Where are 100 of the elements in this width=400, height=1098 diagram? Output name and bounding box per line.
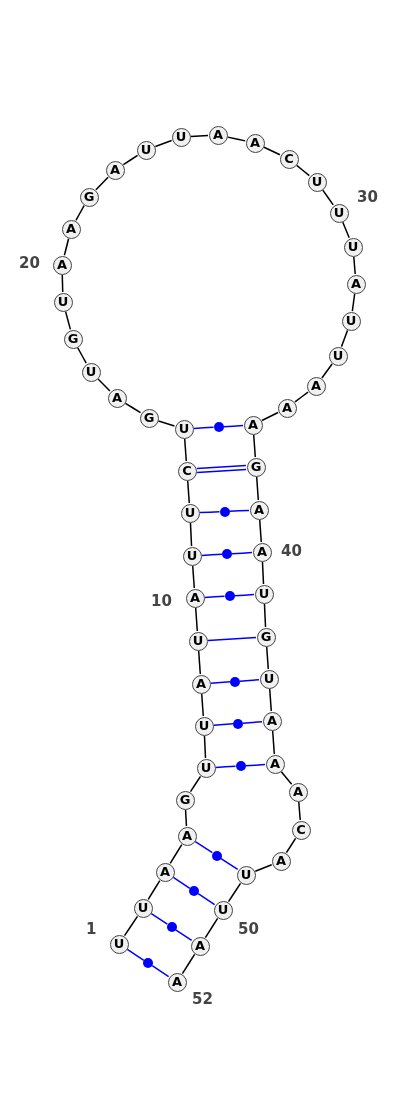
- backbone-line: [181, 953, 196, 975]
- position-number: 10: [151, 592, 172, 610]
- backbone-line: [353, 256, 356, 275]
- backbone-line: [271, 730, 276, 755]
- backbone-line: [197, 650, 202, 675]
- backbone-line: [258, 519, 263, 543]
- nucleotide-circle: G: [256, 627, 276, 647]
- nucleotide-circle: U: [81, 362, 101, 382]
- backbone-line: [340, 329, 349, 348]
- backbone-line: [191, 565, 196, 589]
- backbone-line: [227, 882, 242, 903]
- nucleotide-circle: A: [190, 936, 210, 956]
- backbone-line: [189, 775, 202, 793]
- backbone-line: [263, 146, 281, 156]
- nucleotide-circle: G: [175, 790, 195, 810]
- nucleotide-circle: U: [196, 758, 216, 778]
- nucleotide-circle: A: [346, 274, 366, 294]
- nucleotide-circle: A: [155, 862, 175, 882]
- position-number: 30: [357, 188, 378, 206]
- backbone-line: [203, 735, 207, 759]
- nucleotide-circle: A: [177, 826, 197, 846]
- nucleotide-circle: U: [194, 716, 214, 736]
- nucleotide-circle: A: [61, 219, 81, 239]
- nucleotide-circle: U: [343, 237, 363, 257]
- base-pair-dot: [235, 761, 246, 771]
- backbone-line: [200, 693, 205, 717]
- nucleotide-circle: C: [291, 820, 311, 840]
- nucleotide-circle: U: [53, 292, 73, 312]
- backbone-line: [157, 420, 176, 427]
- base-pair-dot: [213, 422, 224, 432]
- base-pair-line: [151, 965, 170, 978]
- base-pair-dot: [230, 676, 240, 687]
- nucleotide-circle: U: [213, 900, 233, 920]
- nucleotide-circle: A: [262, 711, 282, 731]
- nucleotide-circle: U: [341, 311, 361, 331]
- backbone-line: [263, 603, 267, 628]
- backbone-line: [123, 915, 139, 937]
- backbone-line: [280, 771, 293, 785]
- nucleotide-circle: A: [107, 388, 127, 408]
- backbone-line: [285, 837, 297, 854]
- nucleotide-circle: A: [277, 398, 297, 418]
- nucleotide-circle: U: [236, 865, 256, 885]
- nucleotide-circle: A: [243, 415, 263, 435]
- nucleotide-circle: U: [133, 898, 153, 918]
- backbone-line: [296, 164, 310, 177]
- backbone-line: [189, 522, 193, 547]
- backbone-line: [64, 310, 72, 331]
- nucleotide-circle: A: [245, 133, 265, 153]
- nucleotide-circle: U: [174, 419, 194, 439]
- backbone-line: [342, 221, 350, 239]
- nucleotide-circle: U: [307, 172, 327, 192]
- backbone-line: [183, 438, 188, 462]
- nucleotide-circle: U: [188, 631, 208, 651]
- base-pair-line: [219, 857, 239, 871]
- base-pair-line: [228, 509, 250, 513]
- position-number: 52: [192, 990, 213, 1008]
- base-pair-line: [215, 765, 237, 769]
- base-pair-dot: [211, 850, 222, 861]
- base-pair-dot: [233, 718, 243, 729]
- base-pair-line: [194, 840, 214, 854]
- backbone-line: [261, 411, 279, 422]
- nucleotide-circle: A: [191, 674, 211, 694]
- position-number: 1: [86, 920, 97, 938]
- nucleotide-circle: A: [167, 972, 187, 992]
- position-number: 40: [281, 542, 302, 560]
- position-number: 20: [19, 254, 40, 272]
- base-pair-dot: [224, 591, 235, 601]
- base-pair-line: [150, 912, 169, 925]
- backbone-line: [294, 391, 309, 403]
- base-pair-dot: [222, 549, 232, 559]
- backbone-line: [298, 801, 301, 821]
- nucleotide-circle: G: [63, 329, 83, 349]
- position-number: 50: [238, 920, 259, 938]
- nucleotide-circle: G: [79, 187, 99, 207]
- base-pair-line: [197, 893, 216, 906]
- base-pair-line: [244, 763, 266, 767]
- nucleotide-circle: A: [249, 500, 269, 520]
- backbone-line: [154, 139, 173, 148]
- nucleotide-circle: A: [185, 588, 205, 608]
- backbone-line: [124, 402, 142, 414]
- nucleotide-circle: U: [180, 503, 200, 523]
- base-pair-dot: [166, 922, 177, 932]
- nucleotide-circle: C: [279, 149, 299, 169]
- base-pair-line: [174, 929, 193, 942]
- nucleotide-circle: A: [265, 754, 285, 774]
- base-pair-line: [231, 551, 253, 555]
- backbone-line: [322, 189, 334, 206]
- base-pair-line: [201, 553, 223, 557]
- backbone-line: [190, 134, 209, 138]
- nucleotide-circle: U: [109, 934, 129, 954]
- backbone-line: [255, 476, 260, 501]
- backbone-line: [169, 843, 183, 865]
- nucleotide-circle: U: [254, 584, 274, 604]
- base-pair-line: [204, 595, 226, 599]
- nucleotide-circle: G: [246, 457, 266, 477]
- backbone-line: [97, 378, 111, 392]
- base-pair-line: [210, 681, 231, 684]
- base-pair-line: [213, 723, 234, 726]
- nucleotide-circle: U: [328, 346, 348, 366]
- base-pair-line: [196, 468, 247, 474]
